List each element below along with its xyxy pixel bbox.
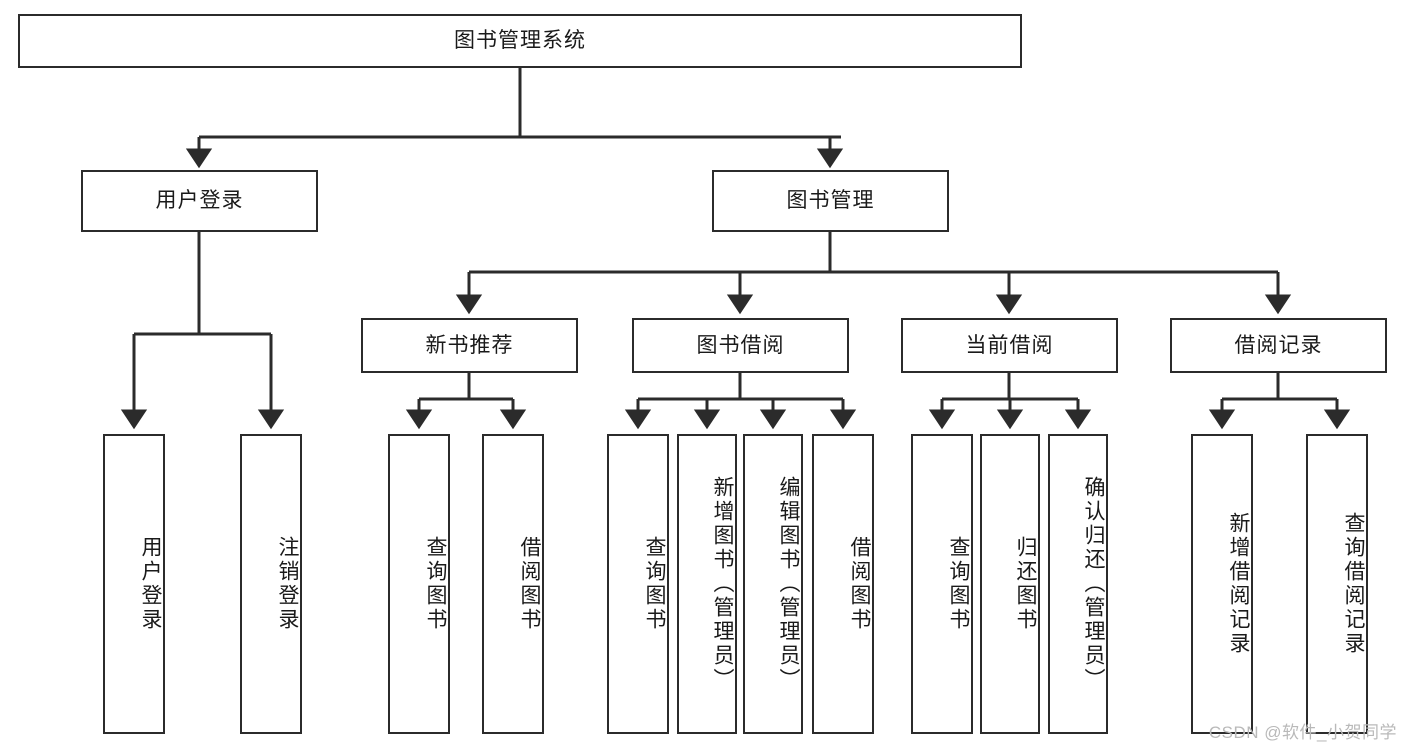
leaf-label: 查询图书 [424, 536, 447, 632]
node-borrow-record[interactable]: 借阅记录 [1170, 318, 1387, 373]
leaf-new-book-borrow[interactable]: 借阅图书 [482, 434, 544, 734]
node-new-book-recommend[interactable]: 新书推荐 [361, 318, 578, 373]
leaf-label: 借阅图书 [848, 536, 871, 632]
leaf-current-return-book[interactable]: 归还图书 [980, 434, 1040, 734]
leaf-label: 查询借阅记录 [1342, 512, 1365, 656]
node-book-management[interactable]: 图书管理 [712, 170, 949, 232]
leaf-current-confirm-return[interactable]: 确认归还（管理员） [1048, 434, 1108, 734]
node-current-borrow[interactable]: 当前借阅 [901, 318, 1118, 373]
node-book-borrow[interactable]: 图书借阅 [632, 318, 849, 373]
leaf-new-book-query[interactable]: 查询图书 [388, 434, 450, 734]
node-book-management-label: 图书管理 [786, 189, 875, 213]
leaf-label: 归还图书 [1014, 536, 1037, 632]
leaf-label: 新增图书（管理员） [711, 476, 734, 692]
node-user-login[interactable]: 用户登录 [81, 170, 318, 232]
leaf-borrow-add-book[interactable]: 新增图书（管理员） [677, 434, 737, 734]
leaf-label: 用户登录 [139, 536, 162, 632]
node-current-borrow-label: 当前借阅 [965, 333, 1054, 357]
leaf-label: 确认归还（管理员） [1082, 476, 1105, 692]
node-user-login-label: 用户登录 [155, 189, 244, 213]
leaf-borrow-edit-book[interactable]: 编辑图书（管理员） [743, 434, 803, 734]
leaf-label: 借阅图书 [518, 536, 541, 632]
leaf-record-add[interactable]: 新增借阅记录 [1191, 434, 1253, 734]
node-new-book-recommend-label: 新书推荐 [425, 333, 514, 357]
leaf-label: 注销登录 [276, 536, 299, 632]
leaf-user-login-login[interactable]: 用户登录 [103, 434, 165, 734]
node-root[interactable]: 图书管理系统 [18, 14, 1022, 68]
leaf-user-login-logout[interactable]: 注销登录 [240, 434, 302, 734]
leaf-label: 查询图书 [643, 536, 666, 632]
leaf-current-query-book[interactable]: 查询图书 [911, 434, 973, 734]
node-root-label: 图书管理系统 [454, 29, 586, 53]
leaf-borrow-borrow-book[interactable]: 借阅图书 [812, 434, 874, 734]
leaf-label: 新增借阅记录 [1227, 512, 1250, 656]
leaf-label: 编辑图书（管理员） [777, 476, 800, 692]
leaf-borrow-query-book[interactable]: 查询图书 [607, 434, 669, 734]
leaf-label: 查询图书 [947, 536, 970, 632]
node-book-borrow-label: 图书借阅 [696, 333, 785, 357]
leaf-record-query[interactable]: 查询借阅记录 [1306, 434, 1368, 734]
node-borrow-record-label: 借阅记录 [1234, 333, 1323, 357]
csdn-watermark: CSDN @软件_小贺同学 [1208, 723, 1397, 742]
